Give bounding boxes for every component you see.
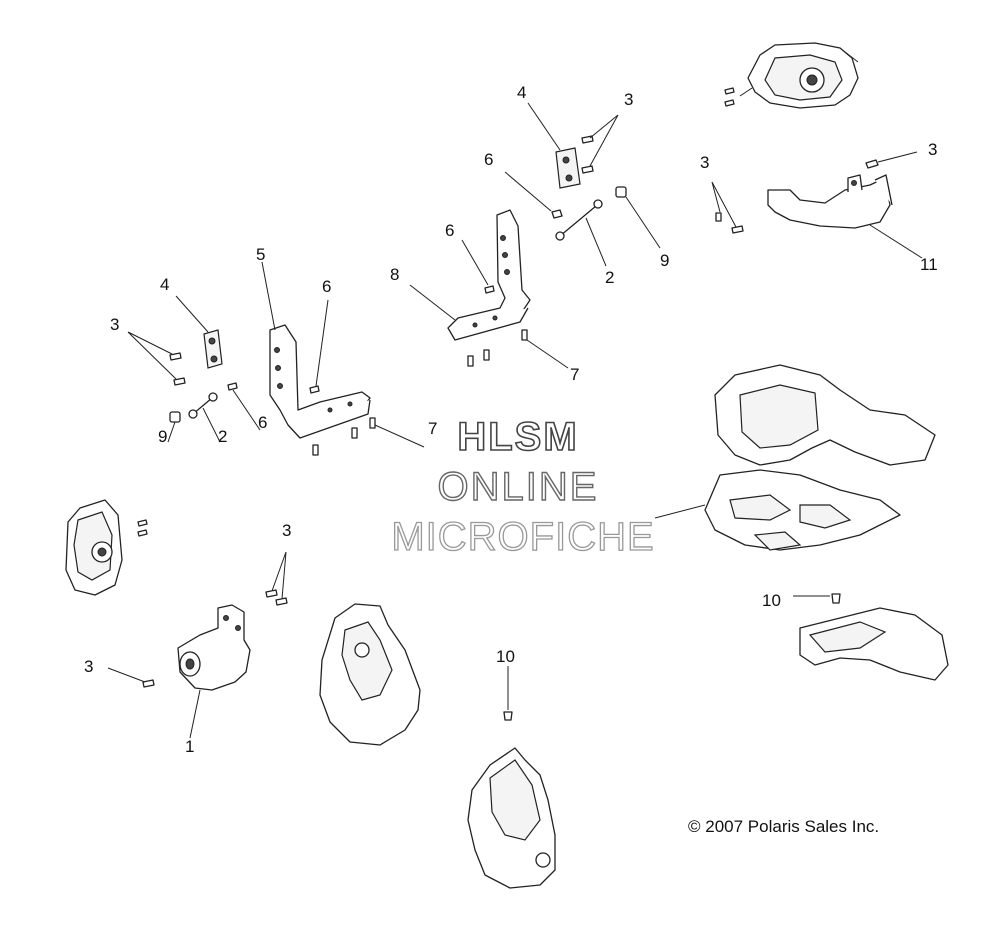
- small-screws-top-right: [724, 87, 735, 107]
- callout-3-bracket-11: 3: [700, 153, 709, 172]
- callout-3-top-right: 3: [928, 140, 937, 159]
- screws-3-left: [127, 331, 186, 386]
- hinge-block-4-upper: [555, 147, 581, 189]
- callout-6-upper: 6: [484, 150, 493, 169]
- callout-3-left: 3: [110, 315, 119, 334]
- headlight-housing-upper: [739, 42, 859, 109]
- callout-6-bracket-8: 6: [445, 221, 454, 240]
- callout-1: 1: [185, 737, 194, 756]
- callout-2-left: 2: [218, 427, 227, 446]
- hinge-block-4-left: [175, 295, 223, 369]
- watermark-line3: MICROFICHE: [391, 515, 654, 559]
- bracket-1: [177, 604, 251, 739]
- bracket-8: [409, 209, 531, 341]
- screws-3-bracket-1: [265, 551, 288, 606]
- callout-3-upper: 3: [624, 90, 633, 109]
- body-panel-lower: [467, 747, 556, 889]
- screws-3-bracket-11: [711, 181, 744, 234]
- link-rod-2-upper: [555, 199, 607, 267]
- body-panel-right-lower: [799, 607, 949, 681]
- callout-10-center: 10: [496, 647, 515, 666]
- screw-6-bracket-5: [309, 299, 329, 394]
- watermark-line1: HLSM: [457, 415, 578, 459]
- callout-7-bracket-5: 7: [428, 419, 437, 438]
- callout-11: 11: [920, 255, 938, 274]
- screws-7-bracket-5: [312, 417, 425, 456]
- screw-10-right: [793, 593, 841, 604]
- bracket-5: [261, 261, 371, 439]
- bushing-9-left: [167, 411, 181, 443]
- callout-5: 5: [256, 245, 265, 264]
- callout-6-left: 6: [258, 413, 267, 432]
- screw-3-right: [865, 151, 918, 169]
- callout-2-upper: 2: [605, 268, 614, 287]
- bushing-9-upper: [615, 186, 661, 249]
- callout-7-bracket-8: 7: [570, 365, 579, 384]
- callout-3-lower-left: 3: [84, 657, 93, 676]
- body-panel-right-upper: [654, 364, 936, 551]
- callout-9-left: 9: [158, 427, 167, 446]
- screw-6-left: [227, 382, 261, 431]
- bracket-11: [767, 174, 893, 229]
- screw-6-bracket-8: [461, 239, 495, 294]
- screw-6-upper: [504, 171, 563, 219]
- callout-9-upper: 9: [660, 251, 669, 270]
- headlight-housing-left: [65, 499, 148, 596]
- screw-3-bracket-1-lower: [107, 667, 155, 688]
- screws-3-upper: [581, 114, 619, 174]
- callout-4-left: 4: [160, 275, 169, 294]
- callout-3-bracket-1: 3: [282, 521, 291, 540]
- screw-10-center: [503, 666, 513, 721]
- callouts: 1 2 2 3 3 3 3 3 3 4 4 5 6 6 6 6 7 7 8 9 …: [84, 83, 938, 756]
- link-rod-2-left: [188, 392, 221, 443]
- callout-6-bracket-5: 6: [322, 277, 331, 296]
- watermark: HLSM ONLINE MICROFICHE: [391, 414, 655, 559]
- body-panel-center: [319, 603, 421, 746]
- watermark-line2: ONLINE: [438, 465, 599, 509]
- callout-8: 8: [390, 265, 399, 284]
- copyright-text: © 2007 Polaris Sales Inc.: [688, 817, 879, 836]
- screws-7-bracket-8: [467, 329, 569, 369]
- callout-10-right: 10: [762, 591, 781, 610]
- callout-4-upper: 4: [517, 83, 526, 102]
